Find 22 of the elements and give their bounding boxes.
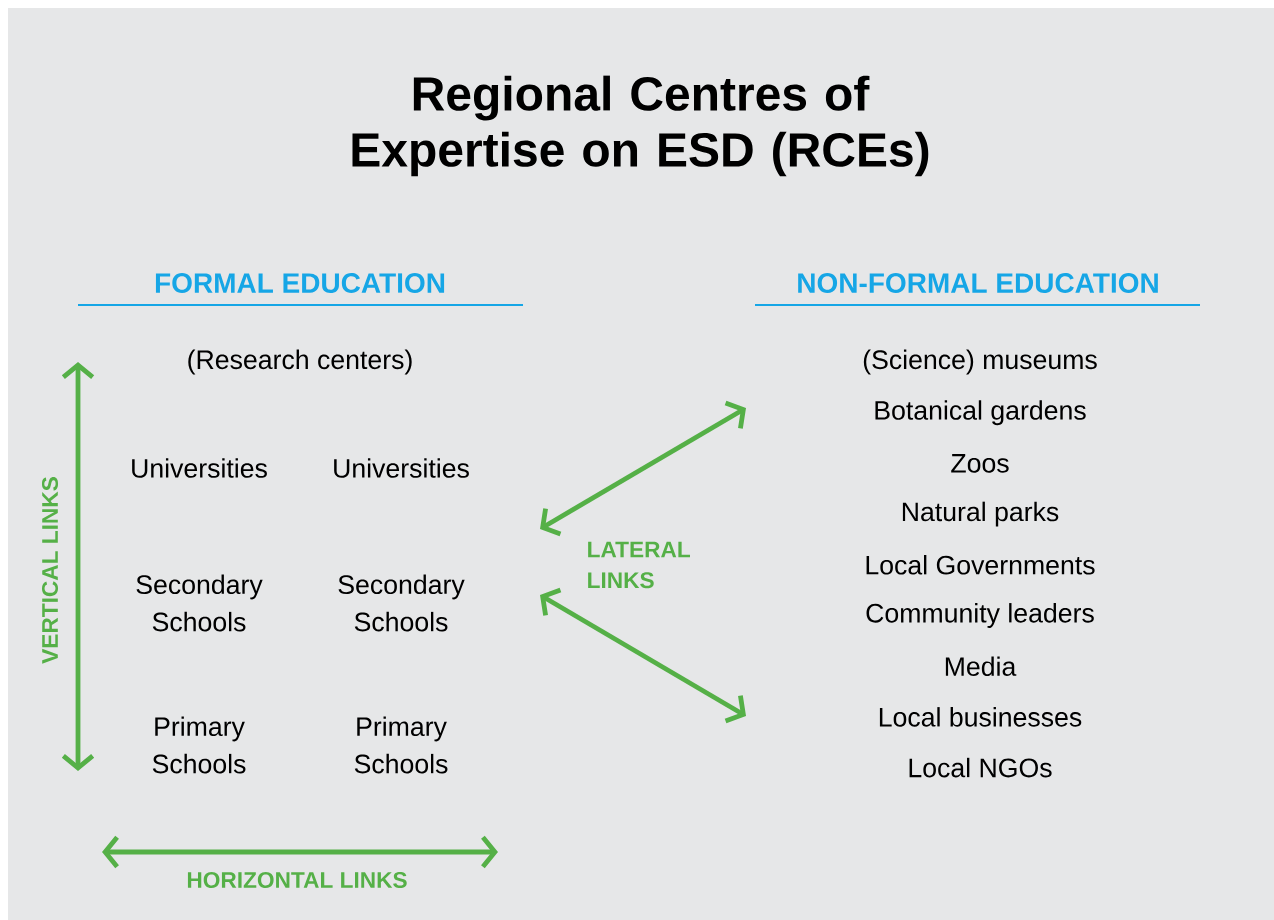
item-text: Primary Schools — [152, 716, 246, 774]
item-text: Universities — [334, 458, 469, 478]
item-text: Zoos — [951, 454, 1009, 473]
section-heading: FORMAL EDUCATION — [155, 273, 445, 293]
item-text: (Science) museums — [863, 349, 1097, 375]
item-text: Secondary Schools — [338, 574, 465, 632]
arrow-label: HORIZONTAL LINKS — [187, 871, 407, 889]
item-text: (Research centers) — [188, 349, 412, 375]
item-text: Media — [945, 656, 1017, 676]
item-text: Local NGOs — [909, 757, 1052, 778]
item-text: Local Governments — [866, 555, 1095, 575]
item-text: Natural parks — [902, 501, 1059, 527]
item-text: Primary Schools — [354, 716, 448, 774]
item-text: Universities — [132, 458, 267, 478]
item-text: Botanical gardens — [875, 400, 1086, 426]
arrow-label: VERTICAL LINKS — [42, 477, 59, 664]
item-text: Local businesses — [879, 707, 1082, 727]
item-text: Secondary Schools — [136, 574, 263, 632]
title: Regional Centres of Expertise on ESD (RCEs) — [352, 75, 929, 177]
arrow-label: LATERAL LINKS — [588, 541, 690, 589]
section-heading: NON-FORMAL EDUCATION — [798, 273, 1158, 293]
item-text: Community leaders — [866, 603, 1094, 628]
